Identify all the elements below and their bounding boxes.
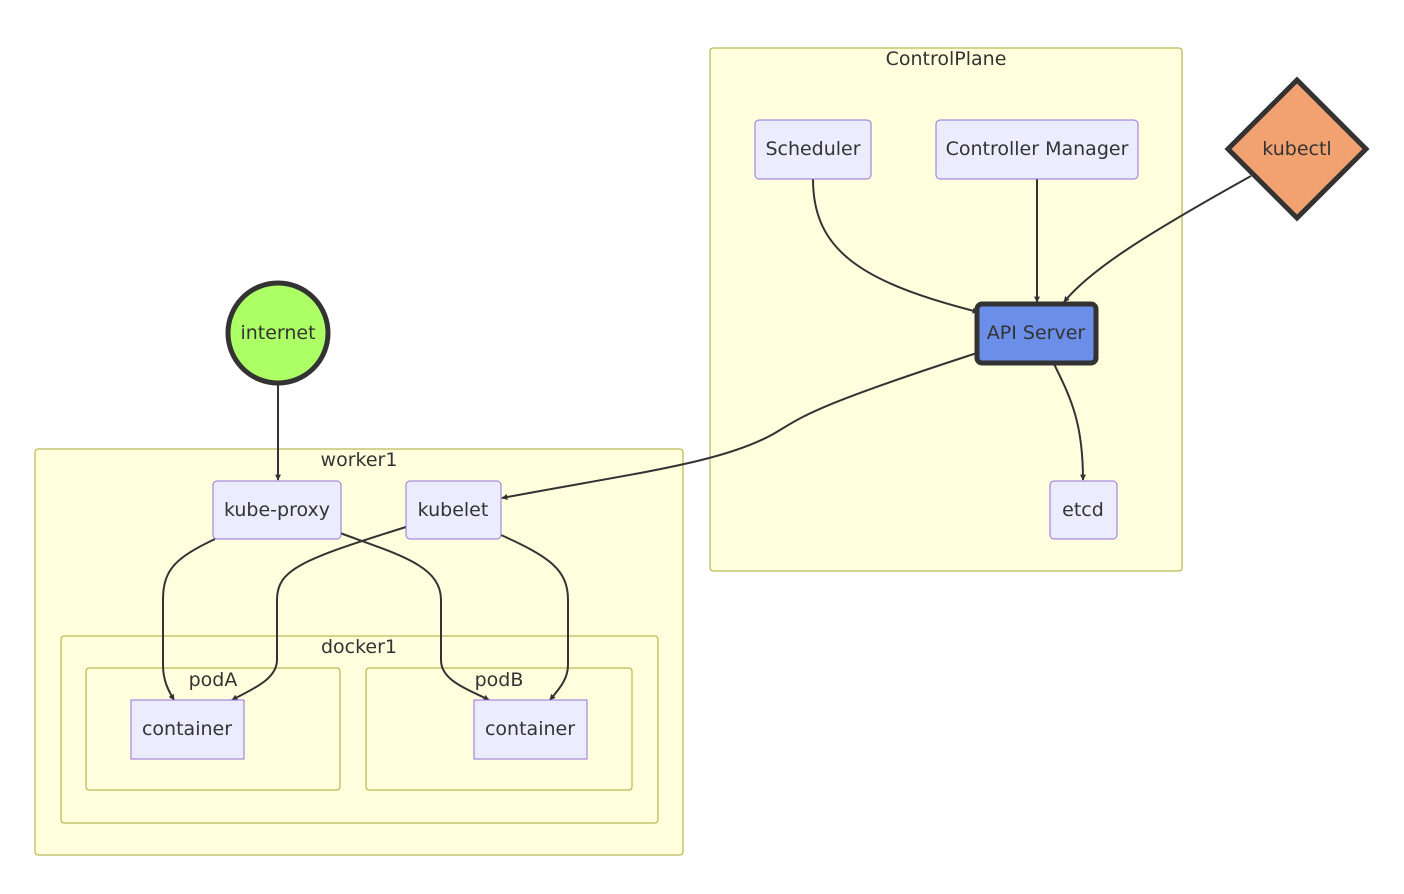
node-scheduler[interactable]: Scheduler [754, 119, 872, 180]
node-api-server-label: API Server [987, 322, 1086, 344]
edge-kubelet-to-container-b [500, 534, 569, 701]
node-api-server-box [974, 301, 1099, 366]
node-etcd-label: etcd [1062, 499, 1104, 521]
cluster-worker1-label: worker1 [321, 449, 398, 471]
node-container-a-label: container [142, 718, 232, 740]
cluster-docker1-label: docker1 [321, 636, 397, 658]
node-controller-manager-label: Controller Manager [946, 138, 1129, 160]
node-scheduler-label: Scheduler [765, 138, 860, 160]
node-kube-proxy-box [212, 480, 342, 540]
node-kube-proxy[interactable]: kube-proxy [212, 480, 342, 540]
node-container-a[interactable]: container [130, 699, 245, 760]
edges [162, 175, 1252, 701]
node-kubelet[interactable]: kubelet [405, 480, 502, 540]
node-etcd-box [1049, 480, 1118, 540]
node-internet-label: internet [240, 322, 315, 344]
cluster-control-plane-label: ControlPlane [886, 48, 1007, 70]
edge-kube-proxy-to-container-a [162, 538, 216, 701]
cluster-podA-label: podA [189, 669, 238, 691]
edge-api-server-to-etcd [1053, 363, 1086, 481]
edge-scheduler-to-api-server [812, 178, 979, 314]
node-kubelet-box [405, 480, 502, 540]
node-etcd[interactable]: etcd [1049, 480, 1118, 540]
edge-kube-proxy-to-container-b [339, 532, 490, 701]
node-api-server[interactable]: API Server [974, 301, 1099, 366]
edge-kubelet-to-container-a [231, 526, 407, 701]
node-kubelet-label: kubelet [418, 499, 489, 521]
node-internet[interactable]: internet [225, 280, 331, 386]
node-container-b[interactable]: container [473, 699, 588, 760]
edge-kubectl-to-api-server [1063, 175, 1252, 303]
node-kubectl[interactable]: kubectl [1224, 76, 1370, 222]
node-scheduler-box [754, 119, 872, 180]
node-internet-circle [225, 280, 331, 386]
cluster-podB-label: podB [475, 669, 524, 691]
edge-api-server-to-kubelet [501, 352, 978, 500]
node-container-a-box [130, 699, 245, 760]
node-controller-manager[interactable]: Controller Manager [935, 119, 1139, 180]
node-container-b-box [473, 699, 588, 760]
node-controller-manager-box [935, 119, 1139, 180]
node-kubectl-diamond [1224, 76, 1370, 222]
node-kubectl-label: kubectl [1262, 138, 1331, 160]
node-container-b-label: container [485, 718, 575, 740]
node-kube-proxy-label: kube-proxy [224, 499, 330, 521]
